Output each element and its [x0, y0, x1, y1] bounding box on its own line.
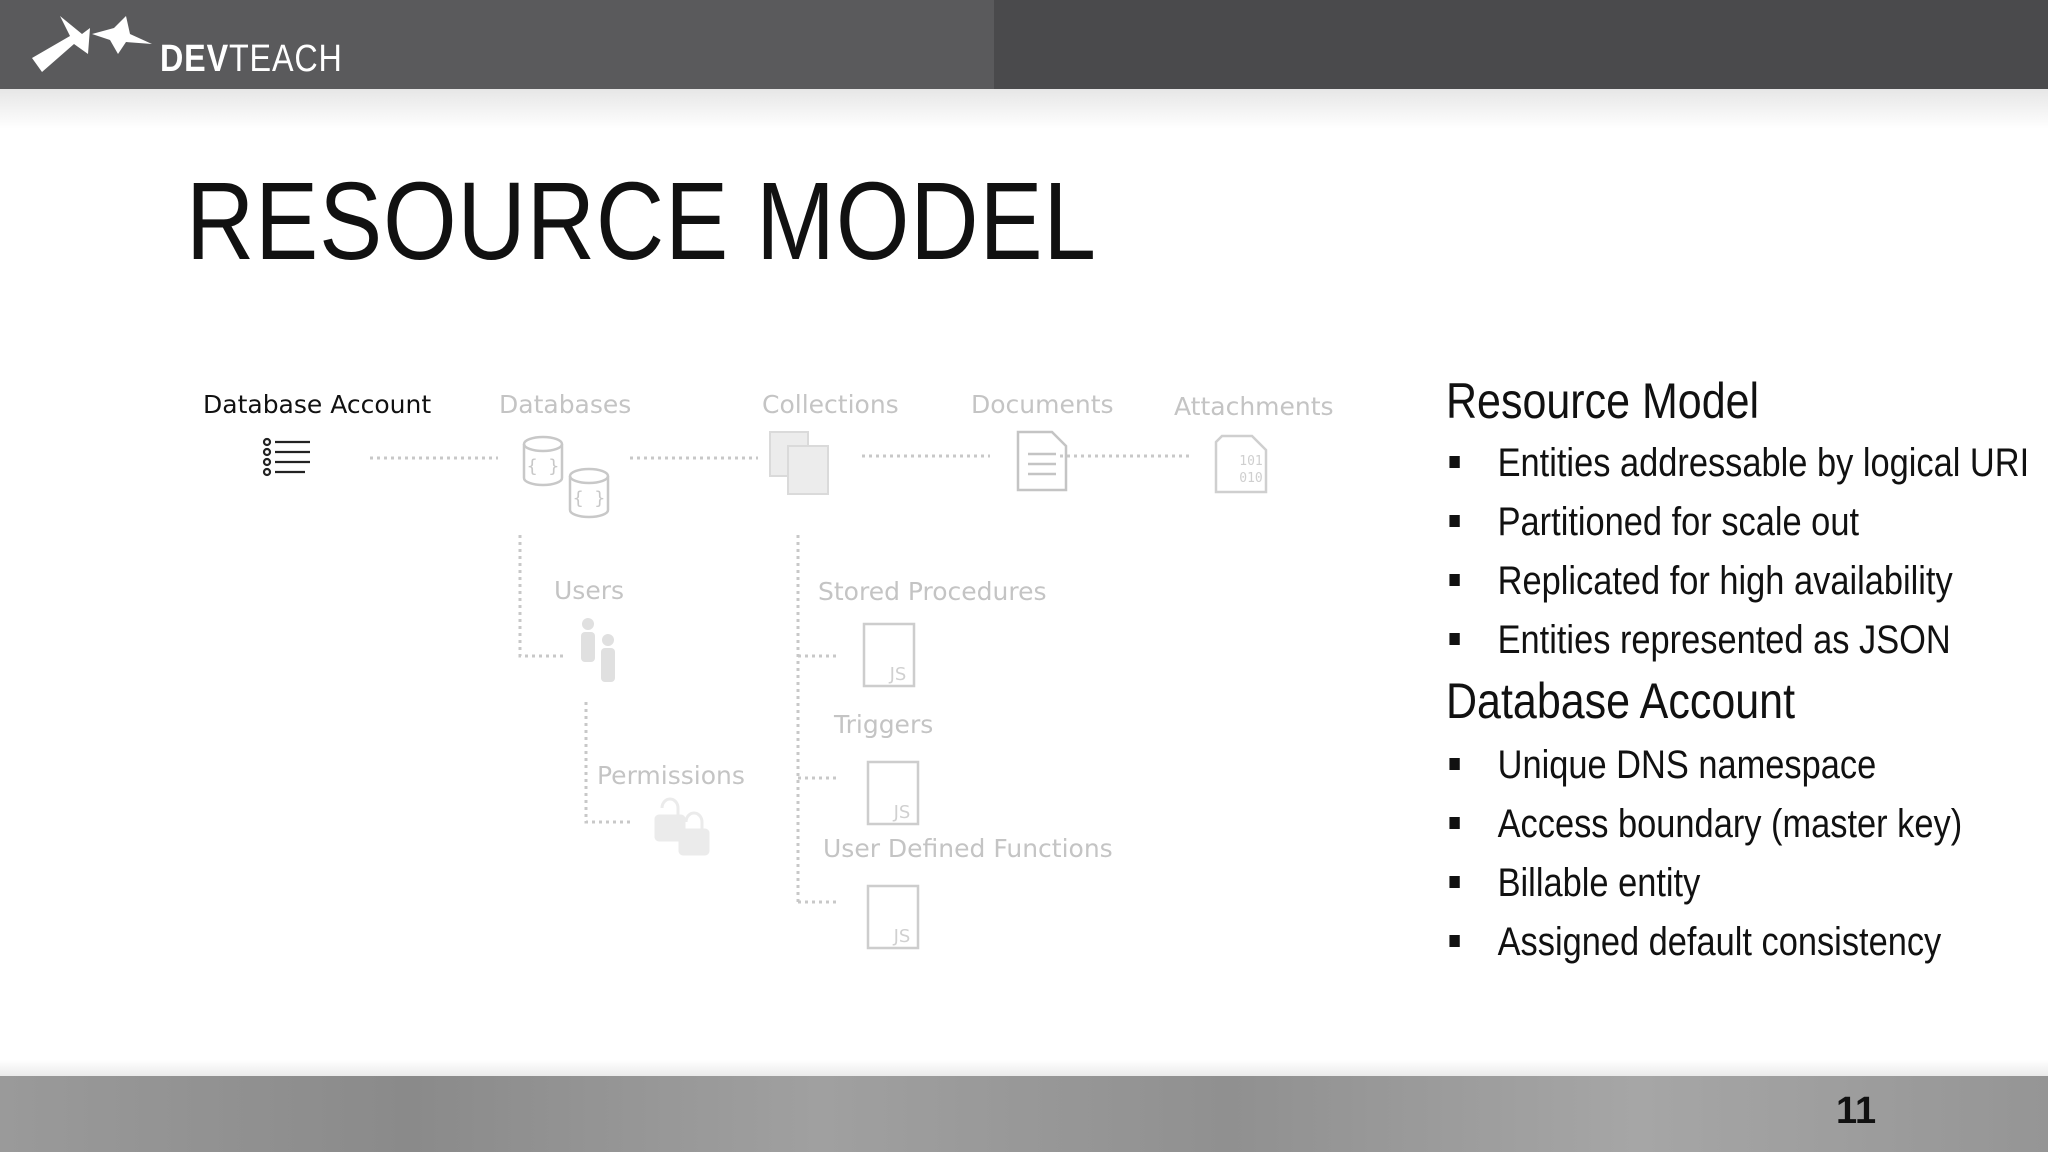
list-item-text: Entities represented as JSON: [1497, 618, 1951, 662]
list-item-text: Partitioned for scale out: [1497, 500, 1860, 544]
list-item: Assigned default consistency: [1446, 919, 2031, 965]
section-title-resource-model: Resource Model: [1446, 373, 1760, 429]
logo-text-light: TEACH: [228, 38, 343, 80]
label-stored-procedures: Stored Procedures: [818, 577, 1047, 606]
page-number: 11: [1836, 1090, 1877, 1132]
attachments-icon: [1214, 434, 1268, 494]
list-item: Billable entity: [1446, 860, 2031, 906]
section-title-database-account: Database Account: [1446, 673, 1796, 729]
connector-lines: [370, 454, 1190, 904]
js-file-icons: [862, 622, 920, 950]
binary-line-1: 101: [1239, 454, 1262, 469]
footer-shade: [0, 1060, 2048, 1078]
bullet-icon: [1449, 574, 1460, 586]
stored-procedure-file-icon: [862, 622, 916, 688]
label-user-defined-functions: User Defined Functions: [823, 834, 1113, 863]
database-account-icon: [262, 437, 310, 477]
binary-line-2: 010: [1239, 471, 1262, 486]
bullet-icon: [1449, 935, 1460, 947]
list-item-text: Access boundary (master key): [1497, 802, 1963, 846]
bullet-icon: [1449, 876, 1460, 888]
logo-text-bold: DEV: [160, 38, 229, 80]
resource-model-list: Entities addressable by logical URI Part…: [1446, 440, 2036, 663]
permissions-icon: [654, 797, 710, 856]
bullet-icon: [1449, 456, 1460, 468]
logo-wordmark: DEVTEACH: [160, 38, 343, 81]
label-database-account: Database Account: [203, 390, 432, 419]
resource-model-diagram: { } { } 101 010: [180, 370, 1360, 970]
list-item-text: Assigned default consistency: [1497, 920, 1942, 964]
udf-file-icon: [866, 884, 920, 950]
label-documents: Documents: [971, 390, 1114, 419]
list-item: Partitioned for scale out: [1446, 499, 2031, 545]
js-text-3: JS: [893, 926, 911, 947]
footer-cityscape-band: [0, 1076, 2048, 1152]
label-users: Users: [554, 576, 625, 605]
list-item-text: Replicated for high availability: [1497, 559, 1953, 603]
diagram-graphics: { } { } 101 010: [262, 430, 1268, 950]
devteach-logo-icon: [32, 16, 152, 72]
list-item-text: Unique DNS namespace: [1497, 743, 1877, 787]
list-item-text: Billable entity: [1497, 861, 1701, 905]
label-collections: Collections: [762, 390, 899, 419]
label-databases: Databases: [499, 390, 632, 419]
label-triggers: Triggers: [834, 710, 934, 739]
trigger-file-icon: [866, 760, 920, 826]
label-attachments: Attachments: [1174, 392, 1334, 421]
users-icon: [581, 618, 615, 682]
database-braces-2: { }: [573, 488, 606, 509]
js-text-2: JS: [893, 802, 911, 823]
list-item: Entities addressable by logical URI: [1446, 440, 2031, 486]
database-braces-1: { }: [527, 456, 560, 477]
header-shadow: [0, 89, 2048, 129]
bullet-icon: [1449, 515, 1460, 527]
list-item-text: Entities addressable by logical URI: [1497, 441, 2030, 485]
label-permissions: Permissions: [597, 761, 745, 790]
collections-icon: [769, 431, 829, 495]
bullet-icon: [1449, 633, 1460, 645]
header-logo-area: [0, 0, 994, 89]
database-account-list: Unique DNS namespace Access boundary (ma…: [1446, 742, 2036, 965]
databases-icon: [522, 435, 610, 519]
text-panel: Resource Model Entities addressable by l…: [1446, 372, 2036, 978]
slide-title: RESOURCE MODEL: [186, 160, 1097, 283]
bullet-icon: [1449, 817, 1460, 829]
js-text-1: JS: [889, 664, 907, 685]
header-bar: DEVTEACH: [0, 0, 2048, 89]
list-item: Entities represented as JSON: [1446, 617, 2031, 663]
list-item: Unique DNS namespace: [1446, 742, 2031, 788]
list-item: Replicated for high availability: [1446, 558, 2031, 604]
documents-icon: [1016, 430, 1068, 492]
bullet-icon: [1449, 758, 1460, 770]
list-item: Access boundary (master key): [1446, 801, 2031, 847]
